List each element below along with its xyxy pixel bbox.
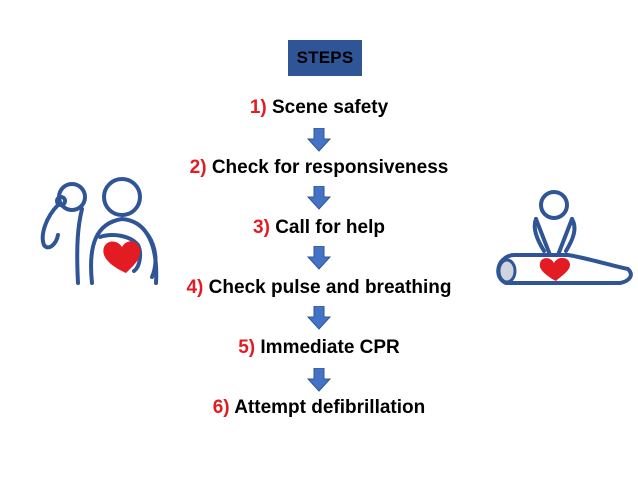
step-4: 4) Check pulse and breathing <box>0 277 638 299</box>
step-label: Immediate CPR <box>260 337 400 358</box>
step-3: 3) Call for help <box>0 217 638 239</box>
down-arrow-icon <box>307 306 331 330</box>
step-number: 6) <box>212 397 230 418</box>
step-number: 2) <box>189 157 207 178</box>
down-arrow-icon <box>307 368 331 392</box>
step-number: 3) <box>253 217 270 238</box>
diagram-title: STEPS <box>296 48 354 67</box>
down-arrow-icon <box>307 128 331 152</box>
step-label: Attempt defibrillation <box>234 397 426 418</box>
title-box: STEPS <box>288 40 362 76</box>
step-1: 1) Scene safety <box>0 97 638 119</box>
down-arrow-icon <box>307 246 331 270</box>
step-label: Call for help <box>275 217 385 238</box>
step-label: Check for responsiveness <box>211 157 449 178</box>
down-arrow-icon <box>307 186 331 210</box>
step-6: 6) Attempt defibrillation <box>0 397 638 419</box>
step-label: Scene safety <box>272 97 389 118</box>
step-label: Check pulse and breathing <box>208 277 452 298</box>
step-5: 5) Immediate CPR <box>0 337 638 359</box>
step-number: 5) <box>238 337 256 358</box>
step-number: 4) <box>186 277 204 298</box>
step-number: 1) <box>249 97 267 118</box>
cpr-compression-icon <box>496 190 633 285</box>
step-2: 2) Check for responsiveness <box>0 157 638 179</box>
rescuer-patient-icon <box>40 177 159 285</box>
